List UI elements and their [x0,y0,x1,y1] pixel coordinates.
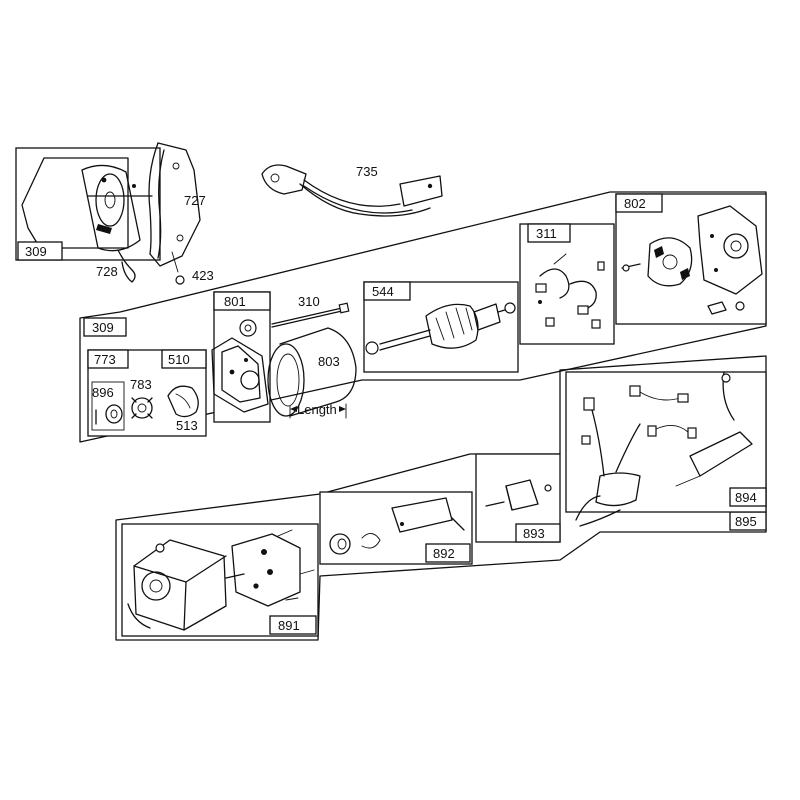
part-label-728: 728 [96,264,118,279]
part-894-wiring-harness-box: 894 [565,371,767,527]
part-310-through-bolt [271,302,350,328]
part-label-894: 894 [735,490,757,505]
part-893-relay-box: 893 [475,453,561,543]
part-label-891: 891 [278,618,300,633]
part-891-solenoid-box: 891 [121,523,319,637]
part-label-544: 544 [372,284,394,299]
part-510-drive-box: 773 510 896 783 513 [87,349,207,437]
part-label-309-group: 309 [92,320,114,335]
part-label-801: 801 [224,294,246,309]
part-895-group-tag: 895 [729,511,767,531]
part-544-armature-box: 544 [363,281,519,373]
part-803-motor-housing [267,327,357,419]
part-label-311: 311 [536,226,557,241]
part-label-513: 513 [176,418,198,433]
part-label-892: 892 [433,546,455,561]
part-label-783: 783 [130,377,152,392]
part-label-895: 895 [735,514,757,529]
part-309-group-tag: 309 [83,317,127,337]
part-309-housing-box: 309 [15,147,161,261]
part-label-735: 735 [356,164,378,179]
part-label-727: 727 [184,193,206,208]
part-label-896: 896 [92,385,114,400]
length-label: Length [297,402,337,417]
part-label-803: 803 [318,354,340,369]
length-dimension: Length [290,402,346,417]
part-311-brush-wiring-box: 311 [519,223,615,345]
part-label-773: 773 [94,352,116,367]
part-801-end-frame-box: 801 [211,291,271,423]
part-label-893: 893 [523,526,545,541]
part-727-end-cover [117,142,201,285]
part-label-310: 310 [298,294,320,309]
part-label-510: 510 [168,352,190,367]
part-label-309-top: 309 [25,244,47,259]
part-892-rectifier-box: 892 [319,491,473,565]
part-label-423: 423 [192,268,214,283]
part-label-802: 802 [624,196,646,211]
part-802-end-cap-box: 802 [615,193,767,325]
electrical-group-outline [115,355,767,641]
motor-group-outline [79,191,767,443]
part-735-cable [261,164,443,217]
